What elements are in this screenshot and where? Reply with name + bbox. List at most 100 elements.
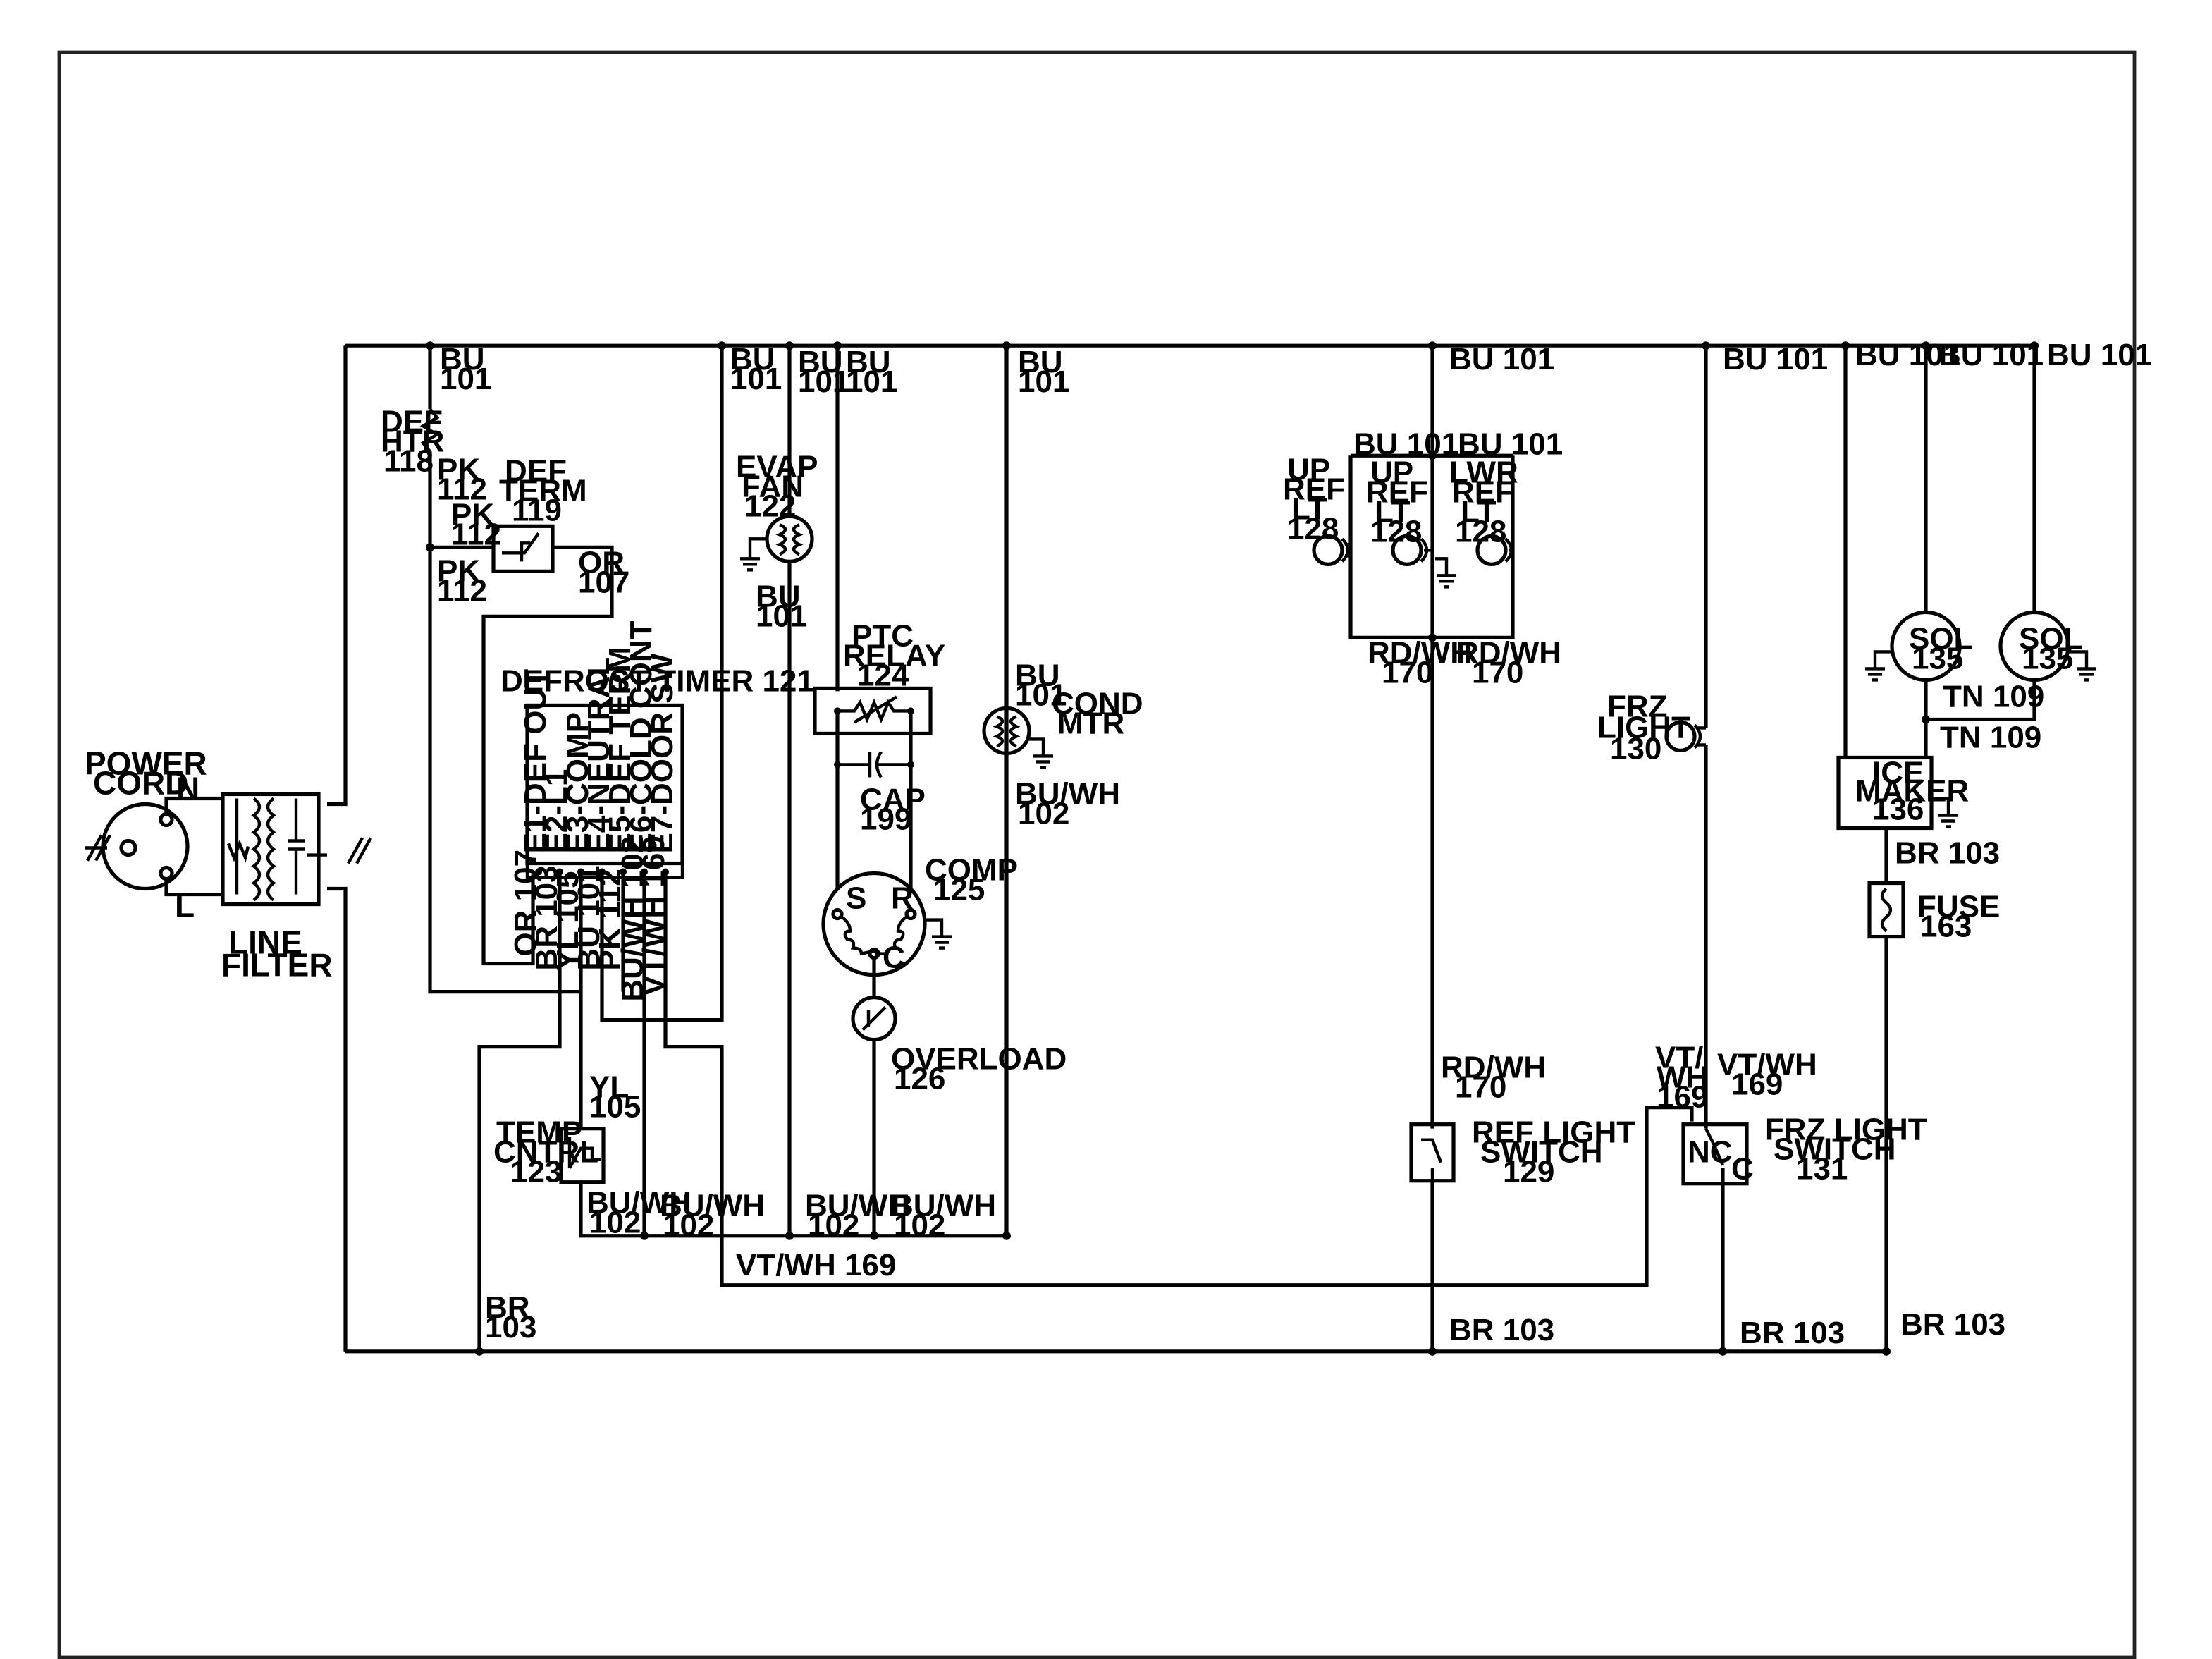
svg-text:MTR: MTR [1057,706,1124,740]
timer-wiring [475,341,1694,1356]
svg-text:REF: REF [1283,472,1345,506]
svg-text:COND: COND [1052,686,1143,721]
svg-text:170: 170 [1382,655,1433,690]
svg-text:BU 101: BU 101 [1938,338,2044,372]
svg-text:LT: LT [1461,494,1497,529]
svg-text:PK: PK [451,497,494,532]
svg-text:BU 101: BU 101 [1723,342,1828,377]
svg-text:BR: BR [485,1290,530,1325]
svg-text:E1-DEF OUT: E1-DEF OUT [518,669,553,854]
svg-text:E6-COLD CONT: E6-COLD CONT [624,620,658,853]
svg-text:101: 101 [846,365,897,399]
svg-text:HTR: HTR [381,424,444,458]
svg-text:YL: YL [589,1070,629,1105]
svg-text:REF: REF [1366,475,1428,509]
svg-text:101: 101 [730,362,782,396]
frz-light-switch: VT/ WH 169 VT/WH 169 NC C FRZ LIGHT SWIT… [1655,1041,1927,1356]
svg-text:BU: BU [1018,345,1063,379]
svg-text:SWITCH: SWITCH [1774,1132,1895,1167]
svg-text:RD/WH: RD/WH [1441,1051,1546,1085]
ice-maker-branch: BU 101 BU 101 BU 101 SOL 135 SOL 135 TN … [1836,338,2152,1356]
svg-text:VT/WH: VT/WH [1717,1048,1817,1082]
svg-text:BU 101: BU 101 [1855,338,1960,372]
svg-text:FRZ LIGHT: FRZ LIGHT [1765,1113,1927,1147]
svg-text:PK: PK [437,553,480,588]
svg-text:YL 105: YL 105 [551,871,585,970]
temp-cntrl: YL 105 TEMP CNTRL 123 BU/WH 102 BU/WH 10… [493,345,1009,1243]
svg-text:FRZ: FRZ [1607,689,1668,723]
svg-text:FILTER: FILTER [221,947,333,984]
svg-text:131: 131 [1796,1152,1848,1187]
svg-text:BR 103: BR 103 [1895,836,2000,871]
svg-text:C: C [1731,1152,1754,1187]
svg-text:125: 125 [933,873,985,907]
svg-text:102: 102 [894,1208,945,1243]
svg-text:TEMP: TEMP [496,1115,582,1150]
svg-text:C: C [883,941,905,975]
svg-text:VT/: VT/ [1655,1041,1703,1075]
svg-text:PK: PK [437,452,480,486]
svg-text:LIGHT: LIGHT [1597,710,1690,745]
svg-text:OR: OR [578,545,625,580]
svg-text:BR 103: BR 103 [1740,1316,1845,1350]
svg-text:ICE: ICE [1872,755,1924,790]
svg-text:BU: BU [1015,658,1060,692]
evap-fan: BU 101 EVAP FAN 122 BU 101 [736,341,849,1240]
svg-text:DEF: DEF [505,453,567,488]
comp: S R C COMP 125 [821,853,1018,977]
svg-text:REF: REF [1452,475,1514,509]
svg-text:LT: LT [1291,491,1327,526]
svg-text:RD/WH: RD/WH [1456,635,1561,670]
svg-text:BU 101: BU 101 [1353,427,1458,461]
svg-text:DEFROST TIMER 121: DEFROST TIMER 121 [500,663,814,698]
svg-text:102: 102 [808,1208,859,1243]
svg-text:129: 129 [1503,1155,1554,1189]
svg-text:R: R [891,881,914,916]
svg-text:SOL: SOL [1909,621,1972,656]
power-cord: POWER CORD N L [85,745,223,924]
main-wires [327,343,2034,1354]
ref-light-switch: RD/WH 170 REF LIGHT SWITCH 129 BR 103 [1409,1051,1635,1356]
svg-text:101: 101 [1015,678,1067,712]
svg-text:E4-NEUTRAL: E4-NEUTRAL [582,657,616,854]
svg-text:FUSE: FUSE [1917,890,2000,924]
svg-text:BU/WH: BU/WH [805,1189,910,1223]
svg-text:101: 101 [440,362,491,396]
svg-text:RELAY: RELAY [843,638,945,673]
svg-text:163: 163 [1920,910,1972,944]
svg-text:BU/WH: BU/WH [586,1186,692,1220]
svg-text:BU 101: BU 101 [1458,427,1563,461]
svg-text:EVAP: EVAP [736,449,818,484]
svg-text:BU: BU [440,342,485,377]
svg-text:MAKER: MAKER [1855,773,1969,808]
svg-text:TN 109: TN 109 [1940,720,2041,754]
svg-text:101: 101 [1018,365,1069,399]
svg-text:128: 128 [1287,511,1339,546]
ptc-relay: BU 101 PTC RELAY 124 [813,341,945,736]
svg-text:101: 101 [756,599,807,633]
svg-text:118: 118 [383,443,434,478]
svg-text:BU 101: BU 101 [2047,338,2152,372]
svg-text:170: 170 [1472,655,1523,690]
svg-text:UP: UP [1287,452,1330,486]
svg-text:112: 112 [437,472,487,506]
svg-text:CNTRL: CNTRL [493,1135,598,1170]
svg-text:BU: BU [798,345,843,379]
svg-text:TERM: TERM [499,473,587,508]
svg-text:N: N [176,770,199,807]
svg-text:E7-DOOR SW: E7-DOOR SW [645,653,680,853]
svg-text:122: 122 [744,489,796,523]
svg-text:LINE: LINE [228,924,302,961]
svg-text:OR 107: OR 107 [508,850,543,957]
svg-text:LT: LT [1375,494,1411,529]
defrost-timer: DEFROST TIMER 121 E1-DEF OUT E2-L1 E3-CO… [500,620,814,1001]
svg-text:COMP: COMP [925,853,1018,888]
svg-text:119: 119 [512,493,562,527]
cap: CAP 199 [834,711,926,889]
svg-text:OVERLOAD: OVERLOAD [891,1042,1067,1077]
svg-text:FAN: FAN [742,469,804,503]
svg-text:130: 130 [1610,731,1661,766]
frz-light: BU 101 FRZ LIGHT 130 [1597,341,1828,1129]
svg-text:123: 123 [510,1155,562,1189]
